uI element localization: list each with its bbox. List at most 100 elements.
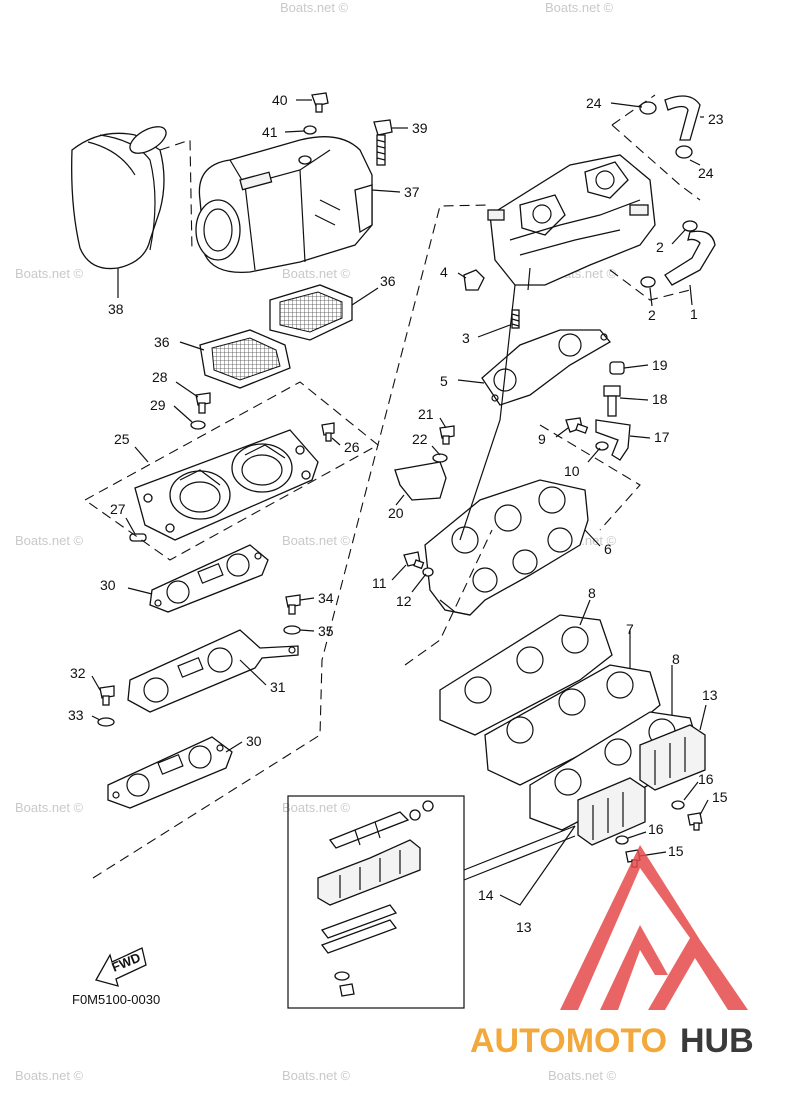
part-18-valve — [603, 385, 621, 417]
callout-40: 40 — [272, 92, 288, 108]
part-2-clamp-upper — [682, 220, 698, 232]
callout-5: 5 — [440, 373, 448, 389]
part-20-bracket — [394, 461, 447, 501]
part-30-gasket-top — [149, 544, 269, 613]
part-throttle-body — [487, 154, 656, 291]
callout-35: 35 — [318, 623, 334, 639]
watermark: Boats.net © — [282, 1068, 351, 1083]
callout-15: 15 — [712, 789, 728, 805]
part-23-hose — [664, 95, 701, 141]
part-36-screens — [199, 284, 353, 389]
callout-labels: 40 41 39 37 38 24 23 24 2 2 1 4 3 5 36 3… — [68, 92, 728, 1007]
callout-11: 11 — [372, 575, 387, 591]
callout-12: 12 — [396, 593, 412, 609]
part-9-bolt — [565, 417, 589, 434]
brand-wordmark: AUTOMOTO HUB — [470, 1022, 754, 1060]
callout-41: 41 — [262, 124, 278, 140]
callout-24: 24 — [698, 165, 714, 181]
part-26-fitting — [321, 422, 335, 442]
callout-37: 37 — [404, 184, 420, 200]
part-4-nut — [463, 269, 485, 291]
callout-4: 4 — [440, 264, 448, 280]
callout-9: 9 — [538, 431, 546, 447]
callout-27: 27 — [110, 501, 126, 517]
callout-8: 8 — [588, 585, 596, 601]
part-24-clamp-mid — [675, 145, 693, 159]
diagram-code: F0M5100-0030 — [72, 992, 160, 1007]
part-6-housing — [424, 479, 589, 616]
callout-25: 25 — [114, 431, 130, 447]
part-38-boot — [71, 126, 167, 270]
callout-23: 23 — [708, 111, 724, 127]
callout-32: 32 — [70, 665, 86, 681]
dash-manifold-frame — [83, 381, 379, 561]
part-32-bolt — [99, 685, 115, 706]
watermark: Boats.net © — [282, 533, 351, 548]
callout-7: 7 — [626, 621, 634, 637]
watermark: Boats.net © — [545, 0, 614, 15]
callout-21: 21 — [418, 406, 434, 422]
callout-18: 18 — [652, 391, 668, 407]
detail-box-14 — [287, 795, 465, 1009]
part-17-bracket — [595, 419, 631, 461]
part-2-clamp-lower — [640, 276, 656, 288]
detail-leader — [463, 825, 576, 881]
watermark: Boats.net © — [548, 1068, 617, 1083]
callout-8: 8 — [672, 651, 680, 667]
part-21-bolt — [439, 425, 455, 445]
part-25-manifold — [134, 429, 319, 541]
watermark: Boats.net © — [15, 1068, 84, 1083]
callout-39: 39 — [412, 120, 428, 136]
part-12-washer — [422, 567, 434, 577]
callout-1: 1 — [690, 306, 698, 322]
part-27-stud — [129, 533, 147, 542]
callout-16: 16 — [698, 771, 714, 787]
dash-left-frame — [92, 204, 491, 879]
part-1-hose — [664, 230, 716, 286]
callout-2: 2 — [656, 239, 664, 255]
callout-17: 17 — [654, 429, 670, 445]
callout-16: 16 — [648, 821, 664, 837]
watermark: Boats.net © — [282, 266, 351, 281]
dash-stud-line — [459, 284, 516, 541]
logo-mark — [560, 845, 748, 1010]
part-30-gasket-bottom — [107, 736, 233, 809]
part-35-washer — [283, 625, 301, 635]
part-22-washer — [432, 453, 448, 463]
callout-13: 13 — [702, 687, 718, 703]
part-31-spacer — [127, 629, 299, 713]
callout-13: 13 — [516, 919, 532, 935]
fwd-arrow: FWD — [95, 947, 147, 987]
callout-20: 20 — [388, 505, 404, 521]
watermark: Boats.net © — [15, 800, 84, 815]
part-13-reed-valve-lower — [577, 777, 646, 846]
logo-mark-inner — [600, 925, 668, 1010]
callout-2: 2 — [648, 307, 656, 323]
parts-drawing: FWD — [71, 92, 716, 1009]
callout-30: 30 — [100, 577, 116, 593]
part-34-bolt — [285, 594, 301, 615]
callout-38: 38 — [108, 301, 124, 317]
part-37-air-box — [195, 136, 373, 274]
watermark: Boats.net © — [15, 533, 84, 548]
callout-3: 3 — [462, 330, 470, 346]
callout-33: 33 — [68, 707, 84, 723]
part-33-washer — [97, 717, 115, 727]
callout-31: 31 — [270, 679, 286, 695]
dash-boot-frame — [159, 139, 193, 253]
brand-part2: HUB — [680, 1022, 754, 1060]
part-39-bolt — [373, 119, 393, 166]
part-19-cap — [609, 361, 625, 375]
part-24-clamp-top — [639, 101, 657, 115]
part-16-washer-upper — [671, 800, 685, 810]
part-15-screw-upper — [687, 812, 703, 831]
watermark: Boats.net © — [280, 0, 349, 15]
dash-bracket-frame — [539, 424, 641, 531]
part-41-o-ring — [303, 125, 317, 135]
part-29-washer — [190, 420, 206, 430]
callout-15: 15 — [668, 843, 684, 859]
dash-hose-bottom — [609, 269, 691, 301]
part-13-reed-valve-upper — [639, 724, 706, 791]
